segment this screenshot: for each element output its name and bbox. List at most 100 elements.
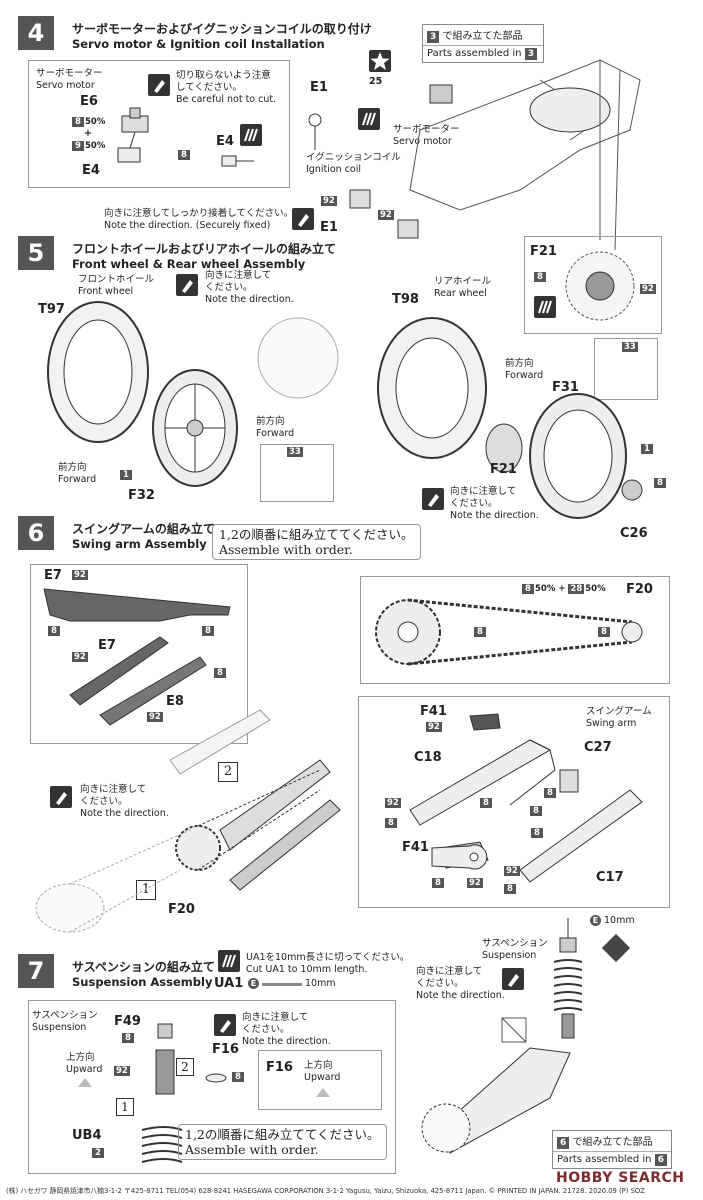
rear-axle-detail (594, 338, 658, 400)
front-axle-detail (260, 444, 334, 502)
rear-wheel-en: Rear wheel (434, 288, 487, 299)
assembly-order-note-7: 1,2の順番に組み立ててください。Assemble with order. (178, 1124, 387, 1160)
part-f16: F16 (212, 1042, 239, 1057)
step5-title-en: Front wheel & Rear wheel Assembly (72, 257, 306, 271)
f16-detail-box (258, 1050, 382, 1110)
paint-92-b: 92 (378, 210, 394, 220)
damper-drawing (141, 1023, 227, 1163)
dir2-note-en: Note the direction. (450, 510, 539, 521)
note-cut-jp1: 切り取らないよう注意 (176, 70, 271, 81)
ignition-label-jp: イグニッションコイル (306, 152, 401, 163)
dir7r-note-jp1: 向きに注意して (416, 966, 483, 977)
fix-note-en: Note the direction. (Securely fixed) (104, 220, 271, 231)
parts-assembled-3-box: 3 で組み立てた部品 Parts assembled in 3 (422, 24, 544, 63)
paint-92-k: 92 (114, 1066, 130, 1076)
paint-92-j: 92 (504, 866, 520, 876)
part-e8: E8 (166, 694, 184, 709)
part-e1-b: E1 (320, 220, 338, 235)
paint-8-j: 8 (530, 806, 543, 816)
paint-8-e: 8 (214, 668, 227, 678)
step-number-6: 6 (18, 516, 54, 550)
part-e4-a: E4 (82, 163, 100, 178)
glue-icon (50, 786, 72, 808)
part-f41-a: F41 (420, 704, 447, 719)
part-t98: T98 (392, 292, 419, 307)
e-circle-mark-2: E (590, 915, 601, 926)
note-cut-jp2: してください。 (176, 82, 242, 93)
forward-3-jp: 前方向 (505, 358, 534, 369)
servo-label-jp: サーボモーター (36, 68, 103, 79)
part-c18: C18 (414, 750, 442, 765)
rear-suspension-drawing (421, 918, 583, 1154)
chain-guard-drawing (43, 588, 231, 726)
forward-3-en: Forward (505, 370, 544, 381)
parts-assembled-6-box: 6 で組み立てた部品 Parts assembled in 6 (552, 1130, 672, 1169)
part-f20-a: F20 (626, 582, 653, 597)
paint-92-g: 92 (426, 722, 442, 732)
step4-title-en: Servo motor & Ignition coil Installation (72, 37, 325, 51)
part-c17: C17 (596, 870, 624, 885)
paint-1-b: 1 (641, 444, 654, 454)
paint-92-h: 92 (385, 798, 401, 808)
e-circle-mark: E (248, 978, 259, 989)
paint-92-a: 92 (321, 196, 337, 206)
e4-part-drawing (221, 155, 254, 167)
paint-2: 2 (92, 1148, 105, 1158)
step-number-5: 5 (18, 236, 54, 270)
paint-icon (240, 124, 262, 146)
part-f31: F31 (552, 380, 579, 395)
forward-2-jp: 前方向 (256, 416, 285, 427)
servo-motor-drawing (117, 107, 149, 163)
part-e4-b: E4 (216, 134, 234, 149)
part-c27: C27 (584, 740, 612, 755)
step7-title-jp: サスペンションの組み立て (72, 960, 215, 974)
paint-8-c: 8 (48, 626, 61, 636)
upward-1-en: Upward (66, 1064, 103, 1075)
step7-title-en: Suspension Assembly (72, 975, 213, 989)
part-e7-b: E7 (98, 638, 116, 653)
dir7r-note-en: Note the direction. (416, 990, 505, 1001)
ignition-label-en: Ignition coil (306, 164, 362, 175)
dir-note-jp2: ください。 (205, 282, 253, 293)
part-f21-a: F21 (530, 244, 557, 259)
order7-mark-2: 2 (176, 1058, 194, 1076)
rod-length-right: 10mm (604, 915, 635, 926)
upward-arrow-icon (316, 1088, 330, 1097)
glue-icon (422, 488, 444, 510)
part-f16-b: F16 (266, 1060, 293, 1075)
cut-note-jp: UA1を10mm長さに切ってください。 (246, 952, 410, 963)
paint-1-a: 1 (120, 470, 133, 480)
forward-1-jp: 前方向 (58, 462, 87, 473)
susp-label-jp: サスペンション (32, 1010, 98, 1021)
dir-note-jp1: 向きに注意して (205, 270, 272, 281)
chain-box (360, 576, 670, 684)
paint-8-a: 8 (534, 272, 547, 282)
paint-8-p: 8 (232, 1072, 245, 1082)
paint-8-n: 8 (504, 884, 517, 894)
plus-sign: + (84, 128, 92, 139)
paint-8-b: 8 (654, 478, 667, 488)
watermark: HOBBY SEARCH (556, 1170, 685, 1186)
paint-8-l: 8 (531, 828, 544, 838)
part-f41-b: F41 (402, 840, 429, 855)
paint-8-i: 8 (385, 818, 398, 828)
dir7-note-en: Note the direction. (242, 1036, 331, 1047)
paint-8-o: 8 (122, 1033, 135, 1043)
fix-note-jp: 向きに注意してしっかり接着してください。 (104, 208, 294, 219)
part-e7-a: E7 (44, 568, 62, 583)
cut-note-en: Cut UA1 to 10mm length. (246, 964, 368, 975)
ua1-rod (262, 983, 302, 986)
paint-92-c: 92 (640, 284, 656, 294)
step6-title-jp: スイングアームの組み立て (72, 522, 215, 536)
step-number-4: 4 (18, 16, 54, 50)
star-part-num: 25 (369, 76, 383, 87)
servo-detail-box (28, 60, 290, 188)
paint-92-i: 92 (467, 878, 483, 888)
dir7r-note-jp2: ください。 (416, 978, 464, 989)
upward-2-en: Upward (304, 1072, 341, 1083)
chain-drawing (375, 598, 643, 666)
part-f20-b: F20 (168, 902, 195, 917)
swingarm-chain-drawing (35, 709, 341, 933)
